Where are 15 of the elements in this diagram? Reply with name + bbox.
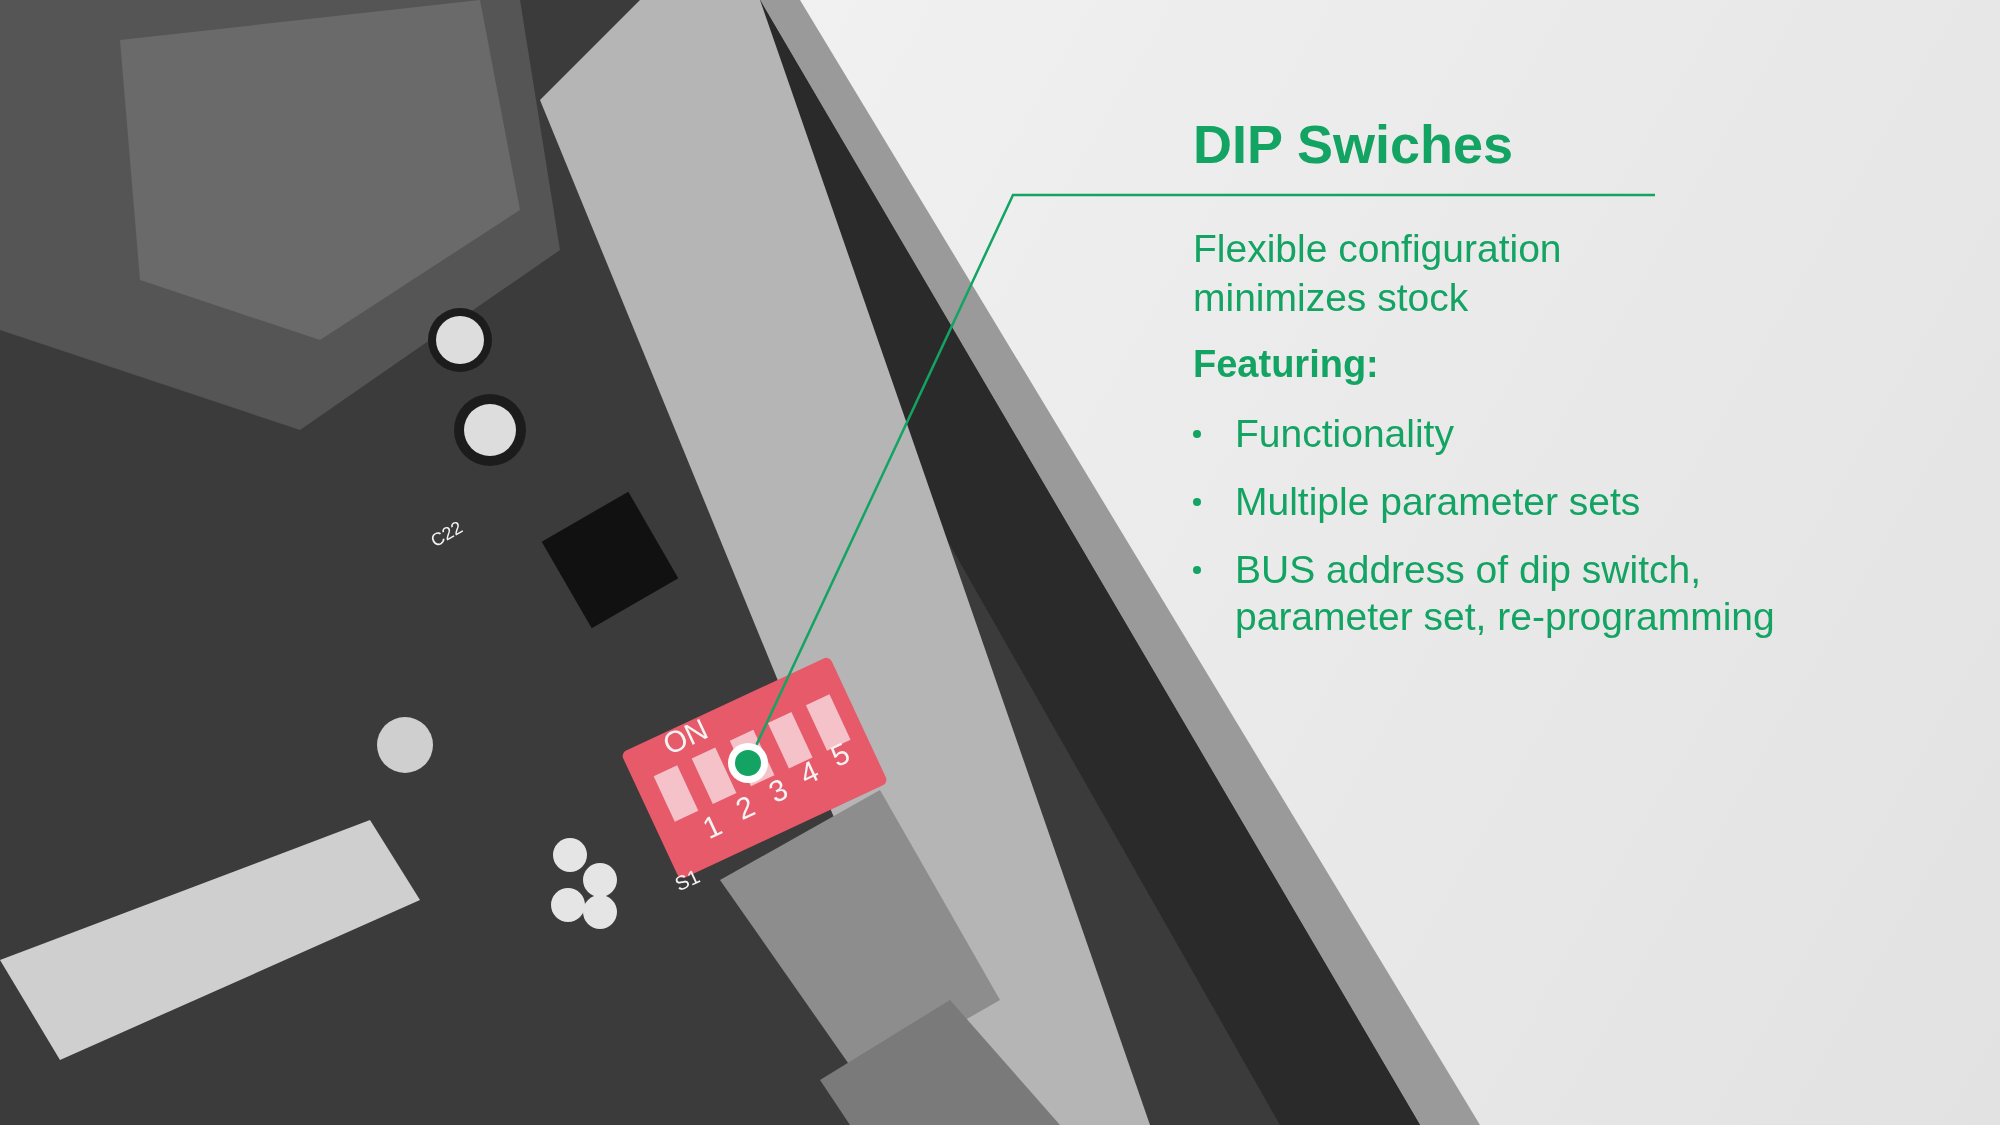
silkscreen-label: ON: [658, 713, 713, 761]
callout-subheading: Featuring:: [1193, 342, 1380, 387]
leader-line: [755, 193, 1655, 746]
silkscreen-label: S1: [671, 865, 703, 895]
callout-text: Flexible configuration minimizes stock: [1193, 226, 1563, 321]
silkscreen-label: 4: [795, 755, 824, 791]
callout-title: DIP Swiches: [1193, 113, 1515, 176]
bullet-item: Functionality: [1235, 411, 1455, 457]
bullet-item: BUS address of dip switch, parameter set, re-programming: [1235, 547, 1776, 640]
silkscreen-label: 3: [764, 773, 793, 809]
silkscreen-label: 1: [698, 809, 727, 845]
silkscreen-label: 2: [731, 790, 760, 826]
silkscreen-label: C22: [427, 517, 466, 551]
silkscreen-label: 5: [826, 737, 855, 773]
bullet-item: Multiple parameter sets: [1235, 479, 1642, 525]
